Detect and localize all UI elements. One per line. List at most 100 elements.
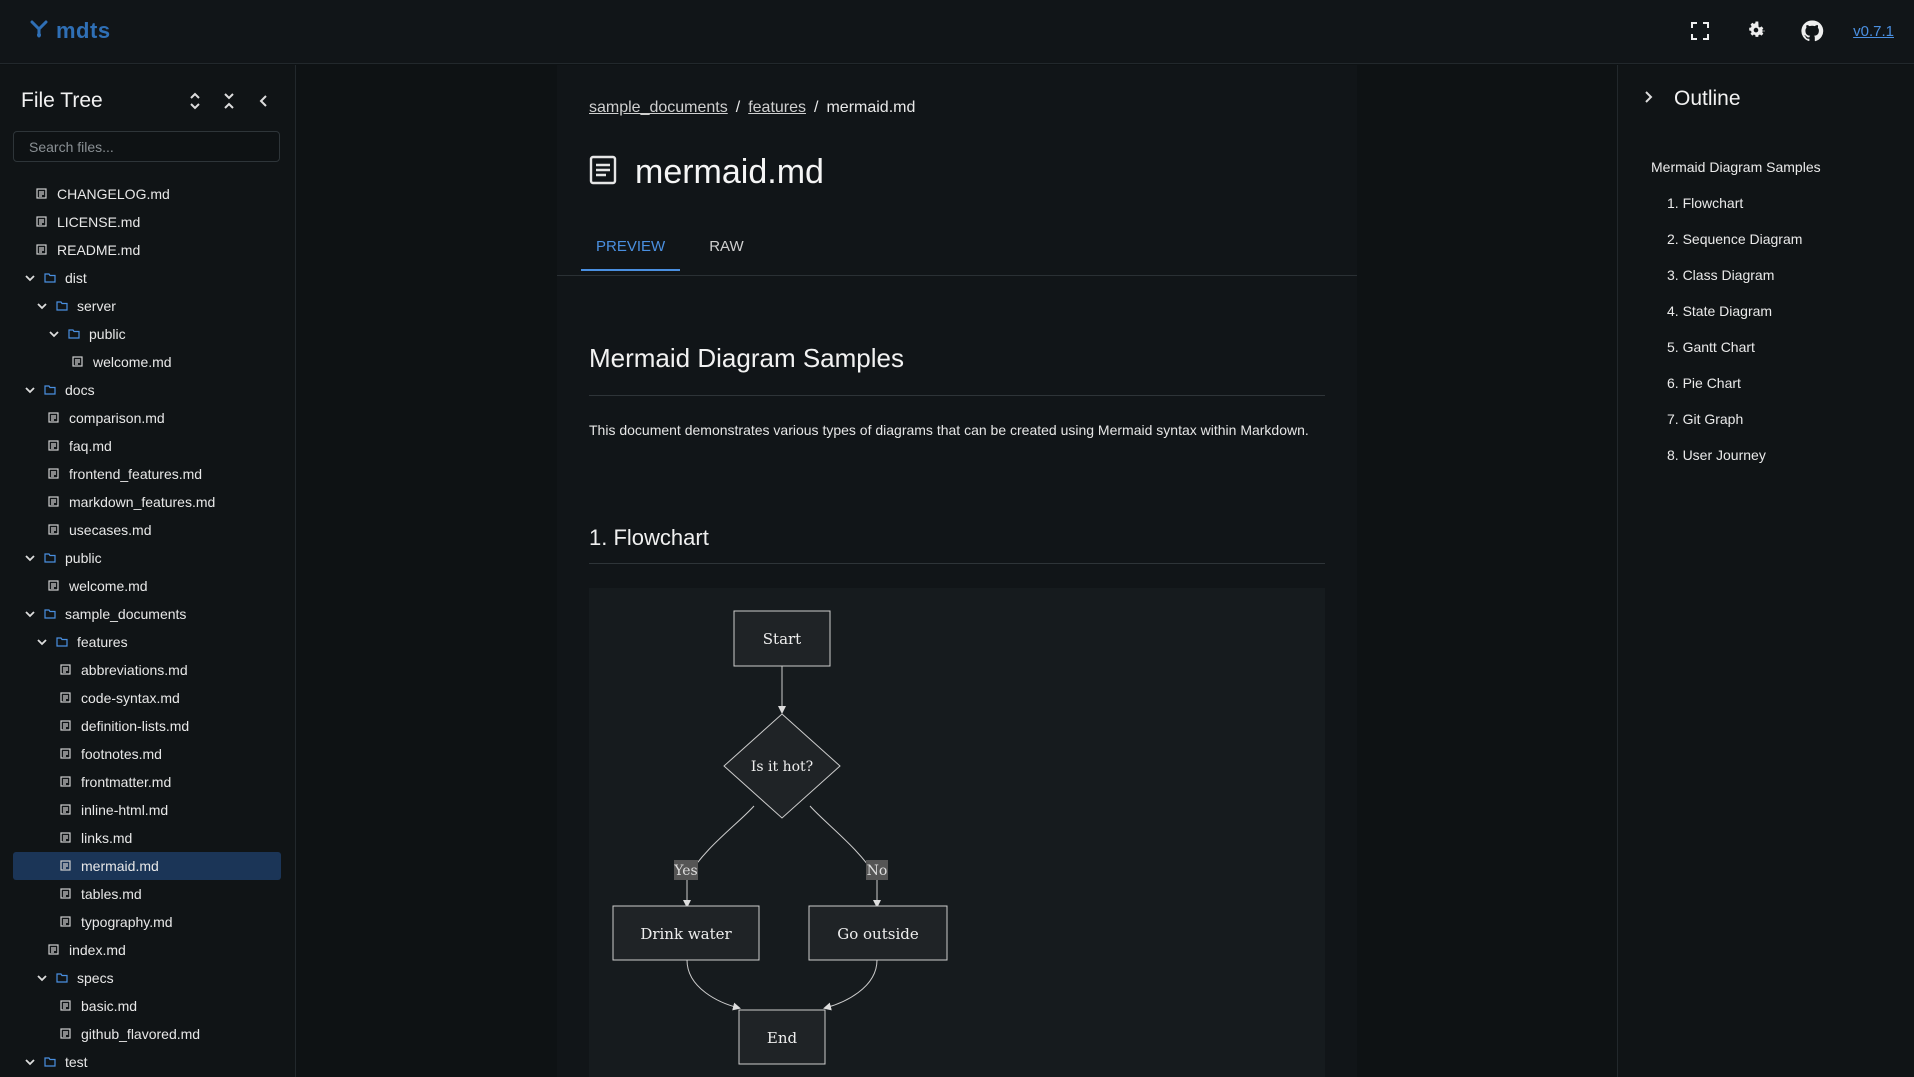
outline-item[interactable]: 6. Pie Chart bbox=[1667, 375, 1741, 391]
svg-text:No: No bbox=[867, 863, 888, 879]
collapse-all-icon[interactable] bbox=[219, 87, 239, 115]
file-icon bbox=[60, 664, 72, 676]
breadcrumb-features[interactable]: features bbox=[748, 99, 807, 116]
outline-item[interactable]: 4. State Diagram bbox=[1667, 303, 1773, 319]
tree-folder[interactable]: sample_documents bbox=[0, 600, 295, 628]
folder-icon bbox=[56, 972, 68, 984]
tree-file[interactable]: frontend_features.md bbox=[0, 460, 295, 488]
tree-file[interactable]: LICENSE.md bbox=[0, 208, 295, 236]
tree-item-label: usecases.md bbox=[69, 522, 152, 538]
tree-file[interactable]: basic.md bbox=[0, 992, 295, 1020]
tree-file[interactable]: welcome.md bbox=[0, 572, 295, 600]
tree-folder[interactable]: specs bbox=[0, 964, 295, 992]
tree-folder[interactable]: server bbox=[0, 292, 295, 320]
outline-item[interactable]: 3. Class Diagram bbox=[1667, 267, 1775, 283]
chevron-down-icon[interactable] bbox=[36, 972, 48, 984]
tree-file[interactable]: frontmatter.md bbox=[0, 768, 295, 796]
tree-item-label: frontend_features.md bbox=[69, 466, 203, 482]
tree-folder[interactable]: public bbox=[0, 544, 295, 572]
tree-file[interactable]: footnotes.md bbox=[0, 740, 295, 768]
brand-logo[interactable]: mdts bbox=[30, 18, 111, 44]
expand-all-icon[interactable] bbox=[185, 87, 205, 115]
breadcrumb-separator: / bbox=[814, 99, 819, 116]
folder-icon bbox=[44, 608, 56, 620]
chevron-down-icon[interactable] bbox=[24, 384, 36, 396]
file-icon bbox=[60, 720, 72, 732]
breadcrumb-sample-documents[interactable]: sample_documents bbox=[589, 99, 728, 116]
fullscreen-icon[interactable] bbox=[1685, 16, 1715, 46]
tree-item-label: LICENSE.md bbox=[57, 214, 141, 230]
tree-file[interactable]: faq.md bbox=[0, 432, 295, 460]
node-go-outside: Go outside bbox=[808, 905, 948, 961]
tree-file[interactable]: links.md bbox=[0, 824, 295, 852]
tree-folder[interactable]: test bbox=[0, 1048, 295, 1076]
node-end: End bbox=[738, 1009, 826, 1065]
tree-folder[interactable]: docs bbox=[0, 376, 295, 404]
outline-item[interactable]: 1. Flowchart bbox=[1667, 195, 1744, 211]
edge-drink-end bbox=[686, 959, 741, 1011]
file-tree-title: File Tree bbox=[21, 89, 103, 112]
tree-item-label: CHANGELOG.md bbox=[57, 186, 170, 202]
document-icon bbox=[589, 155, 617, 190]
intro-paragraph: This document demonstrates various types… bbox=[589, 422, 1309, 438]
tree-file[interactable]: CHANGELOG.md bbox=[0, 180, 295, 208]
outline-list: Mermaid Diagram Samples 1. Flowchart 2. Se… bbox=[1651, 149, 1821, 473]
chevron-down-icon[interactable] bbox=[24, 272, 36, 284]
chevron-down-icon[interactable] bbox=[24, 1056, 36, 1068]
chevron-down-icon[interactable] bbox=[36, 300, 48, 312]
tree-item-label: markdown_features.md bbox=[69, 494, 216, 510]
file-icon bbox=[60, 1000, 72, 1012]
file-icon bbox=[48, 412, 60, 424]
tree-file[interactable]: inline-html.md bbox=[0, 796, 295, 824]
tree-file[interactable]: code-syntax.md bbox=[0, 684, 295, 712]
node-start: Start bbox=[733, 610, 831, 667]
folder-icon bbox=[44, 1056, 56, 1068]
tree-file[interactable]: typography.md bbox=[0, 908, 295, 936]
tree-file[interactable]: markdown_features.md bbox=[0, 488, 295, 516]
tree-file[interactable]: definition-lists.md bbox=[0, 712, 295, 740]
collapse-sidebar-icon[interactable] bbox=[253, 87, 273, 115]
outline-toggle[interactable]: Outline bbox=[1644, 87, 1741, 111]
file-icon bbox=[60, 1028, 72, 1040]
outline-item[interactable]: 7. Git Graph bbox=[1667, 411, 1744, 427]
tree-item-label: sample_documents bbox=[65, 606, 187, 622]
tree-file[interactable]: welcome.md bbox=[0, 348, 295, 376]
search-files-input[interactable] bbox=[13, 131, 280, 162]
svg-text:Yes: Yes bbox=[673, 863, 698, 879]
outline-item[interactable]: 5. Gantt Chart bbox=[1667, 339, 1755, 355]
tree-folder[interactable]: public bbox=[0, 320, 295, 348]
theme-gear-icon[interactable] bbox=[1741, 16, 1771, 46]
chevron-down-icon[interactable] bbox=[24, 608, 36, 620]
tree-file[interactable]: index.md bbox=[0, 936, 295, 964]
tree-file[interactable]: tables.md bbox=[0, 880, 295, 908]
chevron-down-icon[interactable] bbox=[36, 636, 48, 648]
tree-item-label: definition-lists.md bbox=[81, 718, 190, 734]
tree-file[interactable]: comparison.md bbox=[0, 404, 295, 432]
version-link[interactable]: v0.7.1 bbox=[1853, 22, 1894, 40]
label-no: No bbox=[866, 860, 888, 880]
tree-item-label: index.md bbox=[69, 942, 126, 958]
tree-folder[interactable]: features bbox=[0, 628, 295, 656]
tree-item-label: features bbox=[77, 634, 128, 650]
divider bbox=[589, 395, 1325, 396]
github-icon[interactable] bbox=[1797, 16, 1827, 46]
file-icon bbox=[60, 832, 72, 844]
label-yes: Yes bbox=[673, 860, 698, 880]
tree-file[interactable]: abbreviations.md bbox=[0, 656, 295, 684]
tree-item-label: public bbox=[89, 326, 126, 342]
file-icon bbox=[60, 748, 72, 760]
outline-item[interactable]: Mermaid Diagram Samples bbox=[1651, 159, 1821, 175]
tree-file[interactable]: README.md bbox=[0, 236, 295, 264]
outline-item[interactable]: 8. User Journey bbox=[1667, 447, 1766, 463]
tab-raw[interactable]: RAW bbox=[709, 238, 744, 255]
chevron-down-icon[interactable] bbox=[48, 328, 60, 340]
tree-folder[interactable]: dist bbox=[0, 264, 295, 292]
tree-file[interactable]: mermaid.md bbox=[13, 852, 281, 880]
tree-file[interactable]: github_flavored.md bbox=[0, 1020, 295, 1048]
tree-file[interactable]: usecases.md bbox=[0, 516, 295, 544]
tree-item-label: comparison.md bbox=[69, 410, 165, 426]
chevron-down-icon[interactable] bbox=[24, 552, 36, 564]
tab-preview[interactable]: PREVIEW bbox=[581, 223, 681, 271]
outline-item[interactable]: 2. Sequence Diagram bbox=[1667, 231, 1803, 247]
